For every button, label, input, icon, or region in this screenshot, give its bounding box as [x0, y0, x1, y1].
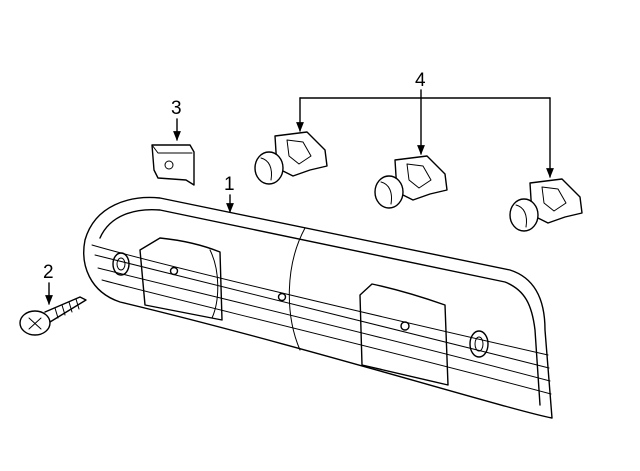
callout-3: 3 — [171, 98, 182, 119]
screw — [19, 296, 87, 336]
callout-4: 4 — [415, 70, 426, 91]
clip-nut — [151, 144, 195, 186]
leader-lines — [45, 89, 554, 305]
callout-1: 1 — [224, 174, 235, 195]
bulb-3 — [509, 178, 583, 232]
bulb-2 — [374, 155, 448, 209]
bulb-1 — [254, 131, 328, 185]
lamp-housing — [83, 196, 553, 419]
callout-2: 2 — [43, 262, 54, 283]
